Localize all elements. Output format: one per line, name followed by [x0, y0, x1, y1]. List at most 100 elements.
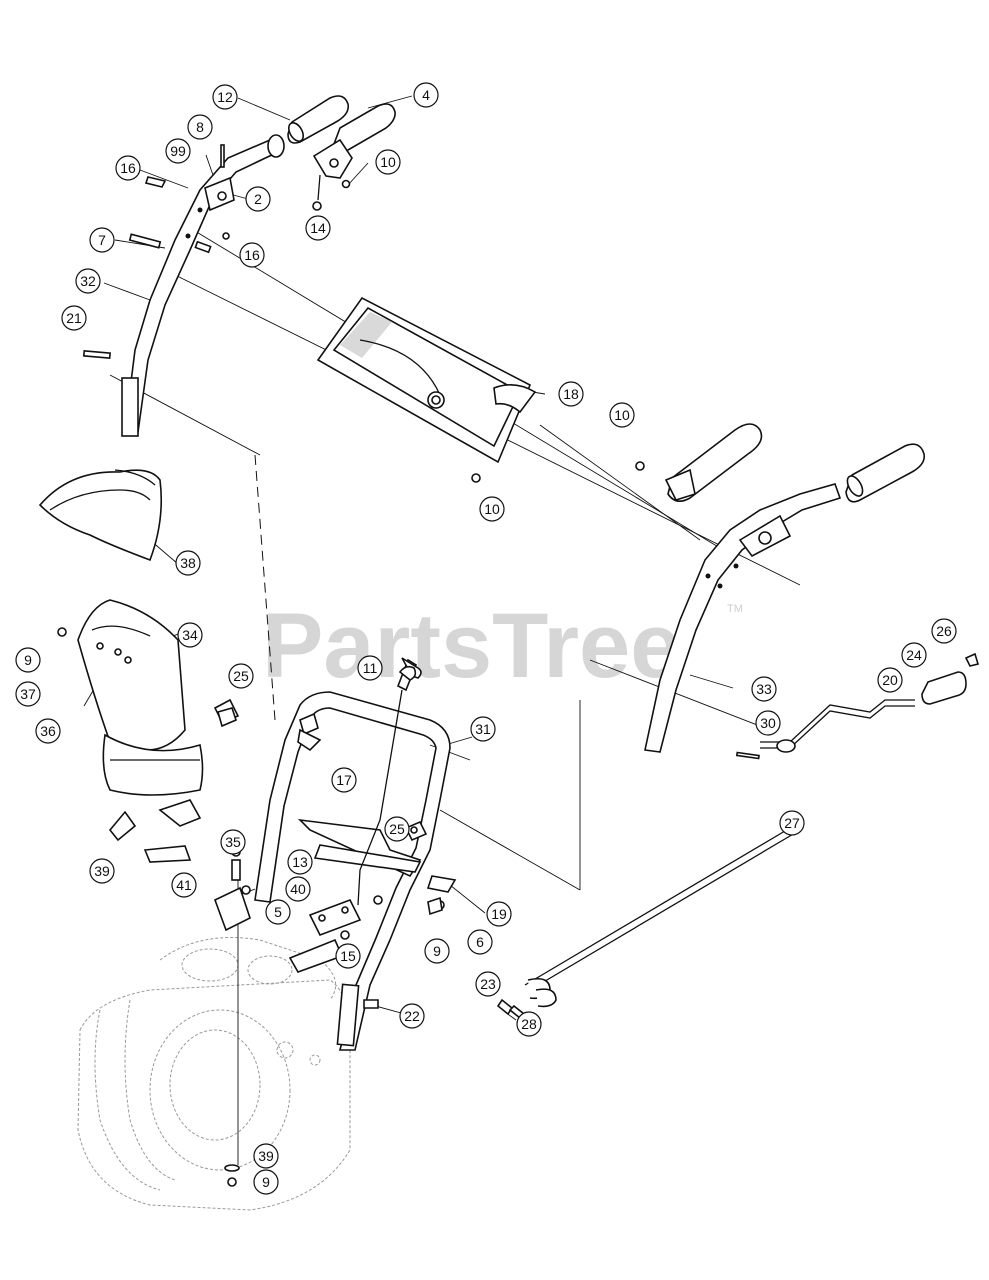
chute-34 — [57, 599, 204, 796]
callout-circle — [15, 681, 41, 707]
callout-36: 36 — [35, 718, 61, 744]
callout-35: 35 — [220, 829, 246, 855]
callout-99: 99 — [165, 138, 191, 164]
callout-circle — [228, 663, 254, 689]
nuts-10 — [471, 461, 645, 483]
callout-25: 25 — [228, 663, 254, 689]
callout-circle — [475, 971, 501, 997]
callout-38: 38 — [175, 550, 201, 576]
callout-circle — [486, 901, 512, 927]
callout-label: 40 — [290, 881, 306, 897]
callout-circle — [245, 186, 271, 212]
callout-label: 4 — [422, 87, 430, 103]
callout-19: 19 — [486, 901, 512, 927]
lower-handle-31 — [254, 691, 457, 1051]
callout-26: 26 — [931, 618, 957, 644]
callout-circle — [467, 929, 493, 955]
callout-14: 14 — [305, 215, 331, 241]
callout-label: 20 — [882, 672, 898, 688]
callout-circle — [779, 810, 805, 836]
callout-circle — [165, 138, 191, 164]
callout-circle — [115, 155, 141, 181]
callout-9: 9 — [424, 938, 450, 964]
callout-label: 23 — [480, 976, 496, 992]
callout-10: 10 — [479, 496, 505, 522]
callout-circle — [424, 938, 450, 964]
callout-label: 11 — [363, 660, 378, 676]
callout-label: 16 — [244, 247, 260, 263]
callout-label: 33 — [756, 681, 772, 697]
callout-label: 10 — [380, 154, 396, 170]
callout-label: 24 — [906, 647, 922, 663]
callout-label: 22 — [404, 1008, 420, 1024]
bracket-13 — [288, 895, 383, 973]
callout-40: 40 — [285, 876, 311, 902]
callout-24: 24 — [901, 642, 927, 668]
callout-circle — [331, 767, 357, 793]
callout-label: 10 — [614, 407, 630, 423]
callout-circle — [755, 710, 781, 736]
callout-circle — [609, 402, 635, 428]
callout-25: 25 — [384, 816, 410, 842]
callout-label: 8 — [196, 119, 204, 135]
callout-18: 18 — [558, 381, 584, 407]
callout-label: 38 — [180, 555, 196, 571]
callout-16: 16 — [239, 242, 265, 268]
watermark-trademark: TM — [727, 603, 743, 615]
callout-label: 21 — [66, 310, 82, 326]
callout-label: 34 — [182, 627, 198, 643]
callout-circle — [89, 858, 115, 884]
bottom-washer-nut — [224, 1164, 240, 1187]
callout-circle — [177, 622, 203, 648]
upper-handle-left — [121, 134, 285, 437]
callout-circle — [479, 496, 505, 522]
bolts-6-22 — [363, 896, 443, 1009]
callout-label: 5 — [274, 904, 282, 920]
callout-13: 13 — [287, 849, 313, 875]
callout-9: 9 — [253, 1169, 279, 1195]
callout-27: 27 — [779, 810, 805, 836]
callout-17: 17 — [331, 767, 357, 793]
callout-circle — [558, 381, 584, 407]
callout-15: 15 — [335, 943, 361, 969]
callout-8: 8 — [187, 114, 213, 140]
callout-28: 28 — [516, 1011, 542, 1037]
callout-39: 39 — [253, 1143, 279, 1169]
callout-circle — [187, 114, 213, 140]
callout-circle — [239, 242, 265, 268]
callout-label: 19 — [491, 906, 507, 922]
callout-label: 36 — [40, 723, 56, 739]
callout-label: 25 — [389, 821, 405, 837]
callout-16: 16 — [115, 155, 141, 181]
callout-label: 6 — [476, 934, 484, 950]
callout-circle — [470, 716, 496, 742]
callout-circle — [357, 655, 383, 681]
hardware-upper-left — [82, 144, 230, 359]
callout-20: 20 — [877, 667, 903, 693]
callout-circle — [931, 618, 957, 644]
watermark-text: PartsTree — [262, 595, 681, 697]
right-grips — [664, 423, 926, 503]
callout-circle — [384, 816, 410, 842]
callout-7: 7 — [89, 227, 115, 253]
callout-circle — [175, 550, 201, 576]
callout-circle — [877, 667, 903, 693]
bracket-41 — [213, 847, 251, 932]
callout-circle — [220, 829, 246, 855]
callout-circle — [265, 899, 291, 925]
callout-circle — [171, 872, 197, 898]
callout-6: 6 — [467, 929, 493, 955]
callout-circle — [305, 215, 331, 241]
callout-label: 26 — [936, 623, 952, 639]
callout-label: 10 — [484, 501, 500, 517]
callout-circle — [212, 84, 238, 110]
callout-label: 35 — [225, 834, 241, 850]
callout-label: 9 — [262, 1174, 270, 1190]
callout-circle — [15, 647, 41, 673]
callout-10: 10 — [375, 149, 401, 175]
callout-label: 32 — [80, 273, 96, 289]
callout-11: 11 — [357, 655, 383, 681]
callout-label: 16 — [120, 160, 136, 176]
callout-33: 33 — [751, 676, 777, 702]
